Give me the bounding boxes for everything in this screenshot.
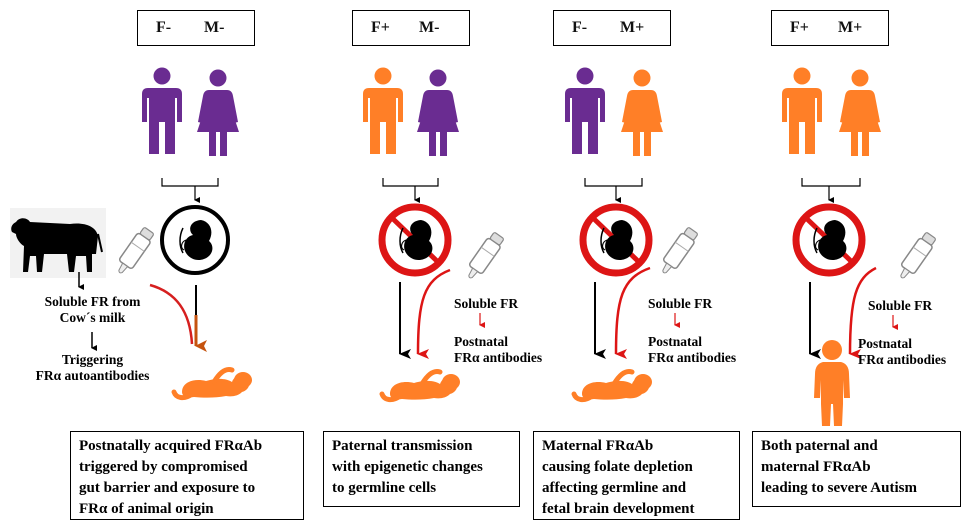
panel-1-parent-connector	[162, 178, 218, 186]
panel-4-caption: Both paternal and maternal FRαAb leading…	[752, 431, 961, 507]
panel-3-postnatal-line-2: FRα antibodies	[648, 350, 736, 366]
triggering-label: Triggering FRα autoantibodies	[20, 352, 165, 384]
panel-4-postnatal-line-1: Postnatal	[858, 336, 946, 352]
panel-4-header: F+ M+	[771, 10, 889, 46]
panel-1-father-icon	[142, 68, 182, 155]
panel-3-bottle-icon	[657, 226, 700, 277]
panel-1-mother-status: M-	[204, 19, 224, 37]
panel-4-soluble-top: Soluble FR	[868, 298, 932, 314]
panel-3-father-status: F-	[572, 19, 587, 37]
panel-2-father-icon	[363, 68, 403, 155]
panel-2-mother-icon	[417, 70, 459, 157]
panel-2-postnatal-line-2: FRα antibodies	[454, 350, 542, 366]
panel-3-caption: Maternal FRαAb causing folate depletion …	[533, 431, 740, 520]
panel-1-caption-line-3: gut barrier and exposure to	[79, 478, 295, 499]
panel-2-father-status: F+	[371, 19, 390, 37]
panel-2-header: F+ M-	[352, 10, 470, 46]
panel-3-mother-status: M+	[620, 19, 644, 37]
panel-3-header: F- M+	[553, 10, 671, 46]
panel-4-parent-connector	[802, 178, 860, 186]
panel-2-caption-line-1: Paternal transmission	[332, 436, 511, 457]
panel-2-parent-connector	[383, 178, 438, 186]
panel-4-father-status: F+	[790, 19, 809, 37]
panel-1-caption: Postnatally acquired FRαAb triggered by …	[70, 431, 304, 520]
panel-4-mother-status: M+	[838, 19, 862, 37]
panel-4-postnatal-label: Postnatal FRα antibodies	[858, 336, 946, 368]
panel-4-bottle-icon	[895, 231, 938, 282]
panel-1-mother-icon	[197, 70, 239, 157]
panel-2-caption-line-3: to germline cells	[332, 478, 511, 499]
panel-3-infant-icon	[574, 372, 652, 400]
panel-4-caption-line-1: Both paternal and	[761, 436, 952, 457]
panel-2-infant-icon	[382, 372, 460, 400]
cow-milk-label-line-1: Soluble FR from	[20, 294, 165, 310]
panel-4-toddler-icon	[814, 340, 850, 426]
panel-3-caption-line-1: Maternal FRαAb	[542, 436, 731, 457]
panel-3-caption-line-4: fetal brain development	[542, 499, 731, 520]
panel-4-caption-line-3: leading to severe Autism	[761, 478, 952, 499]
cow-icon	[10, 208, 106, 278]
panel-1-infant-icon	[174, 370, 252, 398]
panel-3-caption-line-3: affecting germline and	[542, 478, 731, 499]
panel-4-postnatal-line-2: FRα antibodies	[858, 352, 946, 368]
panel-3-parent-connector	[585, 178, 642, 186]
panel-4-caption-line-2: maternal FRαAb	[761, 457, 952, 478]
triggering-label-line-1: Triggering	[20, 352, 165, 368]
cow-milk-label-line-2: Cow´s milk	[20, 310, 165, 326]
panel-3-postnatal-line-1: Postnatal	[648, 334, 736, 350]
triggering-label-line-2: FRα autoantibodies	[20, 368, 165, 384]
panel-1-caption-line-2: triggered by compromised	[79, 457, 295, 478]
panel-3-soluble-top: Soluble FR	[648, 296, 712, 312]
panel-2-postnatal-label: Postnatal FRα antibodies	[454, 334, 542, 366]
panel-2-caption: Paternal transmission with epigenetic ch…	[323, 431, 520, 507]
cow-milk-label: Soluble FR from Cow´s milk	[20, 294, 165, 326]
panel-4-soluble-label: Soluble FR	[868, 298, 932, 314]
panel-2-caption-line-2: with epigenetic changes	[332, 457, 511, 478]
panel-3-soluble-label: Soluble FR	[648, 296, 712, 312]
panel-2-mother-status: M-	[419, 19, 439, 37]
panel-1-caption-line-4: FRα of animal origin	[79, 499, 295, 520]
panel-2-postnatal-line-1: Postnatal	[454, 334, 542, 350]
panel-3-postnatal-label: Postnatal FRα antibodies	[648, 334, 736, 366]
panel-1-bottle-icon	[113, 226, 156, 277]
panel-3-father-icon	[565, 68, 605, 155]
panel-2-red-arrow	[418, 270, 450, 354]
panel-2-soluble-label: Soluble FR	[454, 296, 518, 312]
panel-3-mother-icon	[621, 70, 663, 157]
panel-1-caption-line-1: Postnatally acquired FRαAb	[79, 436, 295, 457]
panel-2-bottle-icon	[463, 231, 506, 282]
panel-1-header: F- M-	[137, 10, 255, 46]
panel-4-father-icon	[782, 68, 822, 155]
panel-3-red-arrow	[616, 268, 650, 354]
panel-1-father-status: F-	[156, 19, 171, 37]
panel-3-caption-line-2: causing folate depletion	[542, 457, 731, 478]
panel-4-mother-icon	[839, 70, 881, 157]
panel-2-soluble-top: Soluble FR	[454, 296, 518, 312]
